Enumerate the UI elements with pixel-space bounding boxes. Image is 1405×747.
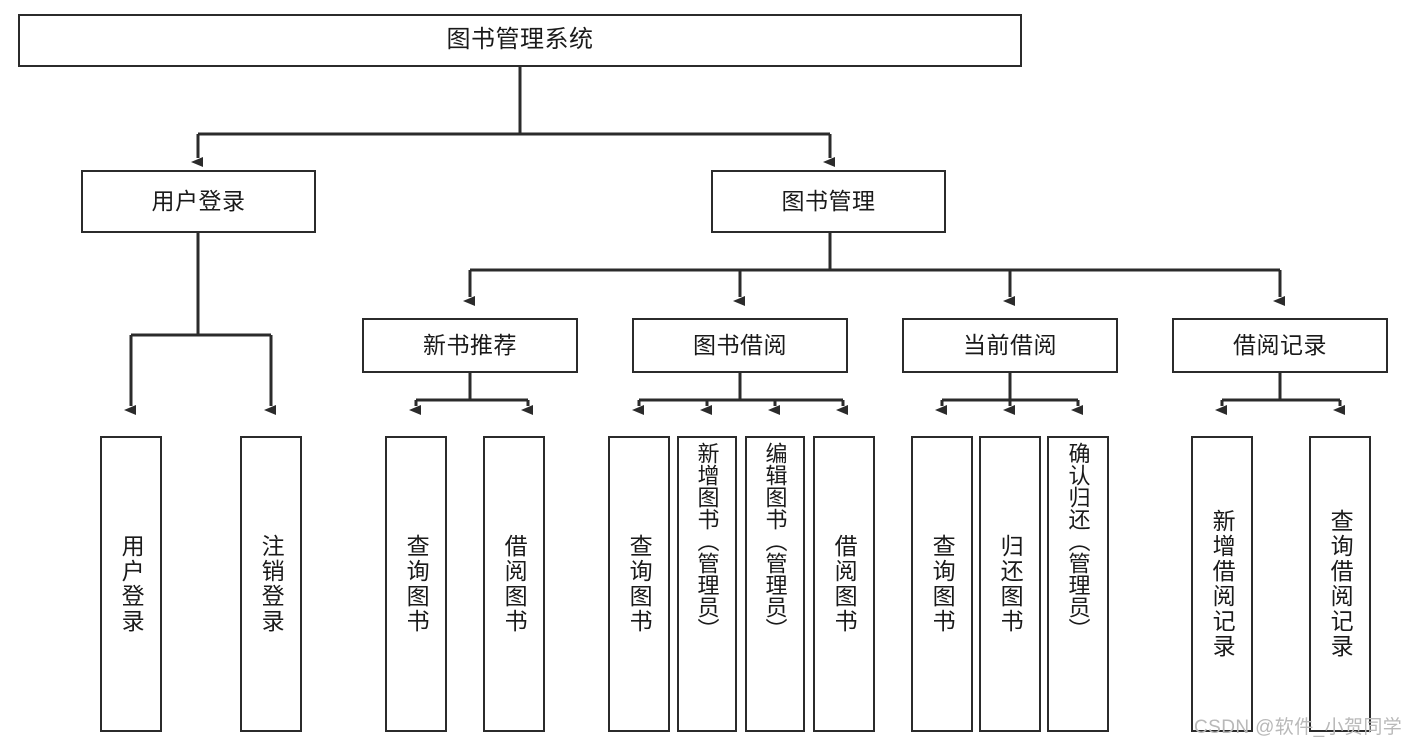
node-user-login[interactable]: 用户登录 [81,170,316,233]
leaf-new-book-query-book[interactable]: 查询图书 [385,436,447,732]
node-new-book-recommend[interactable]: 新书推荐 [362,318,578,373]
node-label: 新增借阅记录 [1209,509,1236,659]
node-label: 确认归还（管理员） [1065,442,1091,640]
leaf-book-borrow-borrow-book[interactable]: 借阅图书 [813,436,875,732]
watermark-text: CSDN @软件_小贺同学 [1194,717,1403,738]
node-borrow-record[interactable]: 借阅记录 [1172,318,1388,373]
node-label: 查询借阅记录 [1327,509,1354,659]
node-label: 编辑图书（管理员） [762,442,788,640]
node-label: 借阅图书 [501,534,528,634]
leaf-user-login-logout[interactable]: 注销登录 [240,436,302,732]
node-label: 借阅图书 [831,534,858,634]
leaf-book-borrow-add-book-admin[interactable]: 新增图书（管理员） [677,436,737,732]
leaf-current-borrow-query-book[interactable]: 查询图书 [911,436,973,732]
node-label: 查询图书 [626,534,653,634]
node-book-borrow[interactable]: 图书借阅 [632,318,848,373]
leaf-current-borrow-return-book[interactable]: 归还图书 [979,436,1041,732]
leaf-current-borrow-confirm-return-admin[interactable]: 确认归还（管理员） [1047,436,1109,732]
leaf-book-borrow-query-book[interactable]: 查询图书 [608,436,670,732]
leaf-new-book-borrow-book[interactable]: 借阅图书 [483,436,545,732]
leaf-user-login-login[interactable]: 用户登录 [100,436,162,732]
node-label: 当前借阅 [963,331,1057,358]
node-root-book-management-system[interactable]: 图书管理系统 [18,14,1022,67]
node-label: 借阅记录 [1233,331,1327,358]
node-label: 图书管理系统 [446,26,594,54]
node-label: 查询图书 [403,534,430,634]
node-label: 新书推荐 [423,331,517,358]
node-label: 用户登录 [118,534,145,634]
leaf-book-borrow-edit-book-admin[interactable]: 编辑图书（管理员） [745,436,805,732]
node-label: 图书借阅 [693,331,787,358]
node-book-management[interactable]: 图书管理 [711,170,946,233]
node-label: 注销登录 [258,534,285,634]
leaf-borrow-record-query-record[interactable]: 查询借阅记录 [1309,436,1371,732]
node-label: 用户登录 [151,187,246,214]
node-label: 新增图书（管理员） [694,442,720,640]
node-label: 归还图书 [997,534,1024,634]
leaf-borrow-record-add-record[interactable]: 新增借阅记录 [1191,436,1253,732]
node-label: 图书管理 [781,187,876,214]
node-label: 查询图书 [929,534,956,634]
node-current-borrow[interactable]: 当前借阅 [902,318,1118,373]
